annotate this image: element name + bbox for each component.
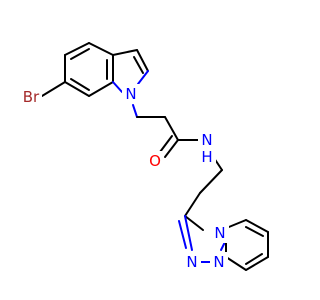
bond — [132, 104, 138, 118]
bond-double-inner — [70, 48, 90, 60]
bond — [184, 192, 201, 217]
bond — [136, 49, 149, 72]
bond — [199, 169, 223, 194]
bond — [88, 81, 114, 97]
bond — [184, 215, 204, 231]
bromine-atom: Br — [12, 88, 42, 107]
bond — [88, 42, 114, 56]
bond — [178, 220, 187, 249]
triazole-nitrogen-b-atom: N — [210, 252, 228, 272]
bromine-label: Br — [23, 88, 40, 106]
bond-double-inner — [245, 226, 264, 237]
bond — [184, 215, 193, 251]
triazole-bridge-nitrogen-label: N — [214, 224, 225, 242]
triazole-bridge-nitrogen-atom: N — [211, 223, 229, 243]
indole-nitrogen-label: N — [125, 85, 136, 103]
bond — [245, 219, 269, 233]
bond-double-inner — [70, 78, 90, 91]
triazole-nitrogen-b-label: N — [213, 253, 224, 271]
carbonyl-oxygen-atom: O — [146, 151, 164, 171]
bond — [112, 49, 138, 56]
bond — [164, 116, 179, 141]
amide-nitrogen-label: N — [201, 131, 212, 149]
bond — [164, 139, 179, 158]
indole-nitrogen-atom: N — [122, 84, 140, 104]
bond — [64, 42, 90, 56]
amide-nitrogen-atom: N H — [198, 130, 216, 166]
bond — [112, 81, 123, 93]
bond — [64, 81, 90, 97]
bond — [245, 256, 269, 271]
triazole-nitrogen-a-label: N — [186, 253, 197, 271]
bond-double-inner — [245, 253, 263, 265]
triazole-nitrogen-a-atom: N — [183, 252, 201, 272]
atom-labels: Br N O N H N N N — [12, 84, 229, 272]
carbonyl-oxygen-label: O — [149, 152, 161, 170]
bond — [41, 81, 66, 97]
bond — [137, 70, 149, 85]
bond — [225, 256, 247, 271]
molecule-structure-diagram: Br N O N H N N N — [12, 42, 269, 272]
bond — [159, 135, 173, 153]
amide-hydrogen-label: H — [201, 148, 212, 166]
bond-double-inner — [133, 56, 144, 74]
